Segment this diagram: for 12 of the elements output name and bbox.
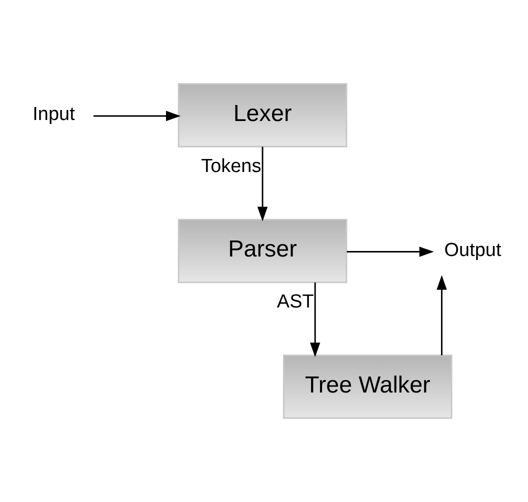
node-box: Parser [178, 218, 348, 284]
arrow [94, 110, 181, 122]
arrow [436, 275, 447, 356]
node-text: Input [32, 104, 75, 126]
node-text: Output [444, 240, 502, 261]
node-box: Tree Walker [282, 354, 452, 419]
arrow [257, 146, 268, 222]
arrow [346, 246, 434, 257]
arrow [310, 282, 320, 358]
edge-label: Tokens [201, 156, 262, 177]
edge-label: AST [276, 292, 314, 313]
node-box: Lexer [178, 83, 348, 148]
